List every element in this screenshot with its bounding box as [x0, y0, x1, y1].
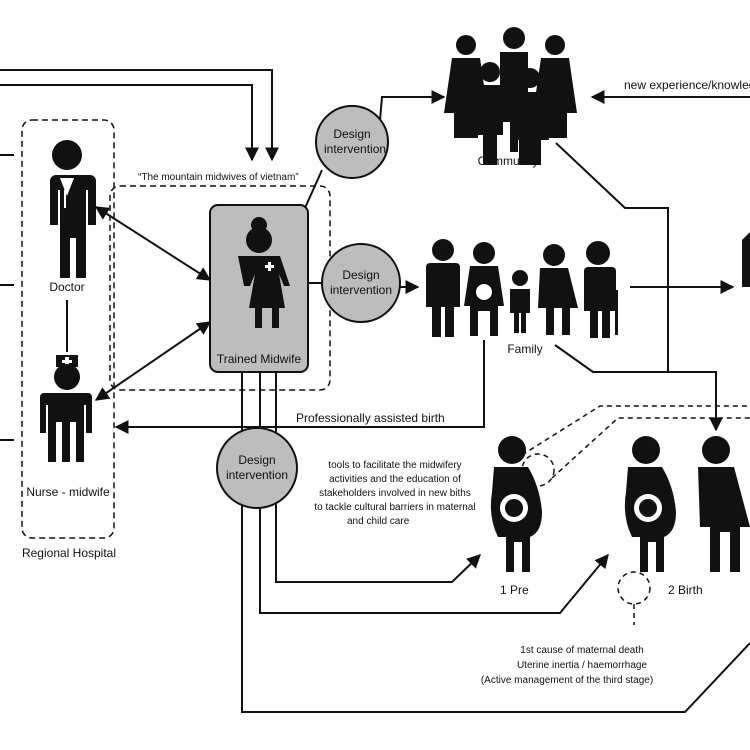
design-intervention-circle-2 [321, 243, 401, 323]
midwife-downward-flows [241, 372, 750, 713]
mountain-midwives-label: “The mountain midwives of vietnam” [138, 172, 299, 183]
house-icon [742, 232, 750, 287]
family-label: Family [507, 342, 543, 356]
mother-icon [698, 436, 750, 572]
tools-line-4: to tackle cultural barriers in maternal [314, 502, 476, 513]
assisted-birth-label: Professionally assisted birth [296, 411, 445, 425]
community-right-flow [555, 142, 669, 372]
trained-midwife-label: Trained Midwife [216, 352, 302, 366]
design-intervention-label-1: Design intervention [324, 127, 387, 156]
doctor-label: Doctor [49, 280, 85, 294]
nurse-icon [40, 355, 92, 462]
birth-label: 2 Birth [668, 583, 703, 597]
design-intervention-circle-1 [315, 105, 389, 179]
community-label: Community [477, 154, 539, 168]
community-icon [444, 27, 577, 165]
mountain-midwives-box [109, 185, 331, 391]
cause-line-3: (Active management of the third stage) [480, 675, 654, 686]
top-feed-lines [0, 69, 279, 162]
tools-line-5: and child care [347, 516, 410, 527]
tools-line-3: stakeholders involved in new biths [319, 488, 471, 499]
nurse-midwife-label: Nurse - midwife [26, 485, 110, 499]
left-edge-lines [0, 154, 14, 441]
hospital-midwife-arrows [66, 206, 212, 401]
trained-midwife-icon [238, 217, 290, 328]
family-mother-flow [554, 344, 723, 432]
tools-line-2: activities and the education of [329, 474, 461, 485]
doctor-icon [44, 140, 96, 278]
assisted-birth-arrow [114, 340, 485, 434]
regional-hospital-box [21, 119, 115, 539]
pre-label: 1 Pre [500, 583, 529, 597]
design-intervention-label-3: Design intervention [225, 453, 289, 482]
cause-line-2: Uterine inertia / haemorrhage [516, 660, 648, 671]
midwife-family-flow [308, 280, 420, 294]
design-intervention-circle-3 [216, 427, 298, 509]
midwife-community-flow [304, 90, 446, 209]
new-experience-label: new experience/knowled [624, 78, 750, 92]
design-intervention-label-2: Design intervention [329, 268, 393, 297]
pregnant-woman-icon [490, 436, 542, 572]
cause-line-1: 1st cause of maternal death [520, 645, 644, 656]
birth-woman-icon [624, 436, 676, 572]
regional-hospital-label: Regional Hospital [21, 546, 117, 560]
tools-line-1: tools to facilitate the midwifery [328, 460, 462, 471]
family-icon [426, 239, 618, 338]
dashed-connectors [521, 405, 750, 625]
